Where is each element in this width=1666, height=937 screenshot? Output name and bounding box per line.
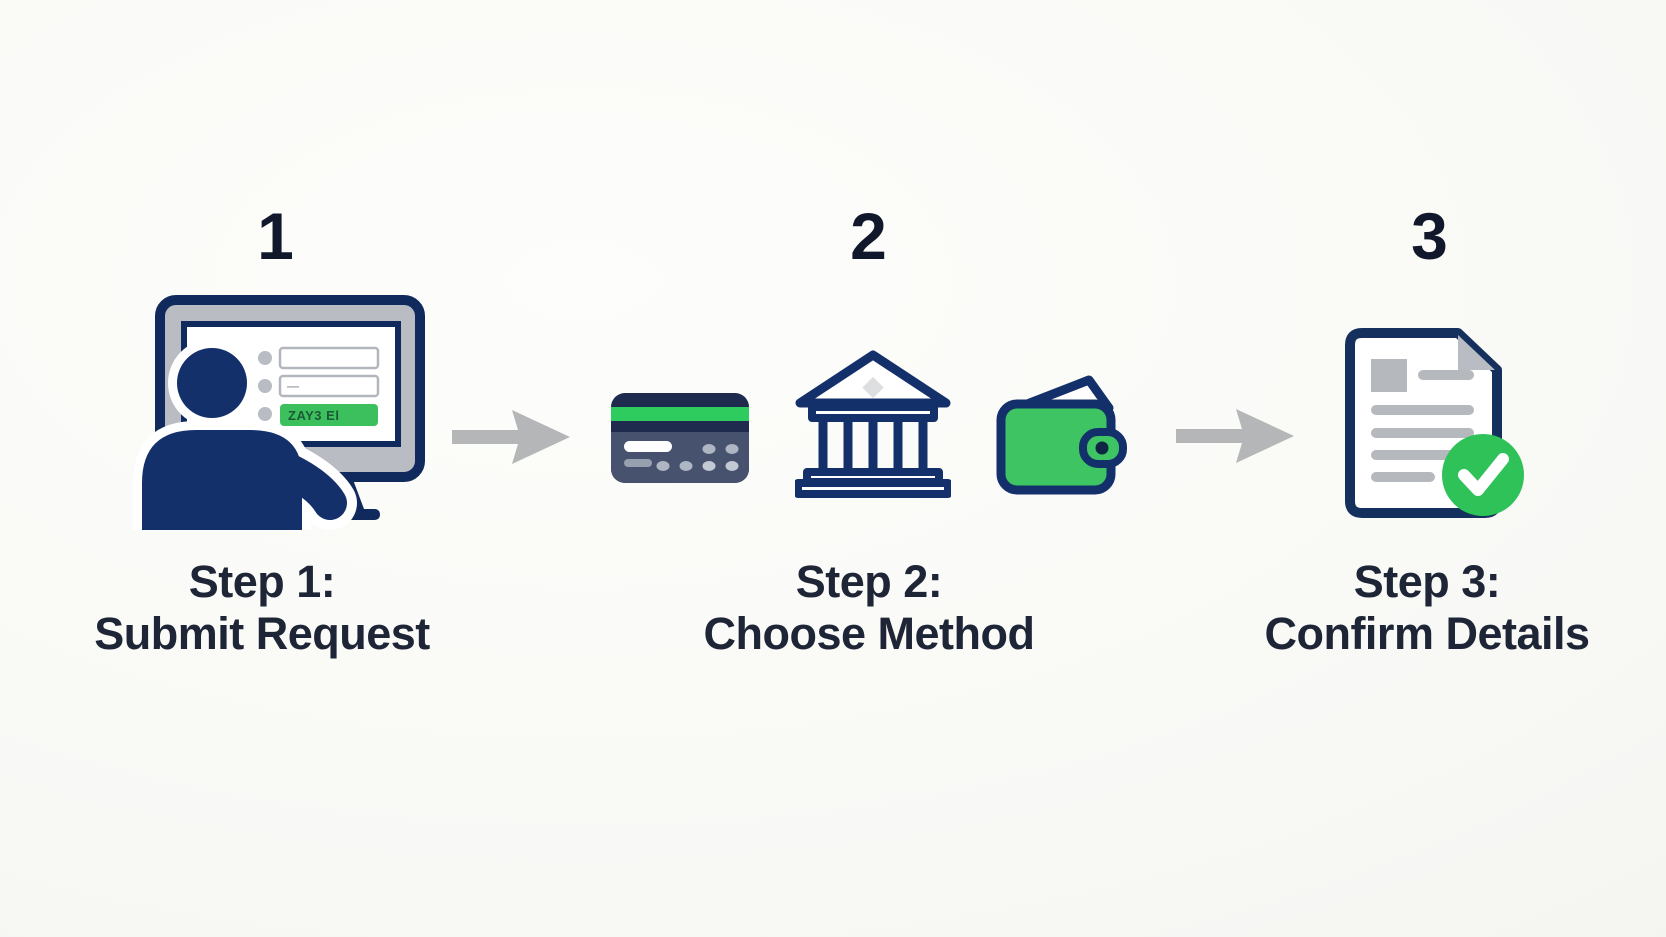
document-text-lines <box>1371 359 1474 482</box>
arrow-right-icon <box>452 408 570 466</box>
step-2-title-line1: Step 2: <box>795 556 943 607</box>
step-1-title-line2: Submit Request <box>94 608 430 659</box>
document-check-icon <box>1338 322 1538 522</box>
step-2-number: 2 <box>850 199 887 273</box>
step-2-title-line2: Choose Method <box>703 608 1035 659</box>
step-1-title: Step 1: Submit Request <box>2 556 522 660</box>
arrow-right-icon <box>1176 407 1294 465</box>
step-2-title: Step 2: Choose Method <box>609 556 1129 660</box>
step-3-title-line1: Step 3: <box>1353 556 1501 607</box>
page-fold-corner <box>1458 335 1495 370</box>
step-1-number: 1 <box>257 199 294 273</box>
form-preview: — ZAY3 El <box>258 346 380 426</box>
check-icon <box>1458 453 1509 496</box>
wallet-icon <box>993 368 1131 498</box>
form-field-2 <box>278 374 380 398</box>
form-submit-button <box>280 404 378 426</box>
person-computer-form-icon: — ZAY3 El <box>130 278 430 530</box>
step-3-number: 3 <box>1411 199 1448 273</box>
person-icon <box>133 339 357 530</box>
step-3-title-line2: Confirm Details <box>1264 608 1590 659</box>
credit-card-icon <box>610 392 750 484</box>
step-1-title-line1: Step 1: <box>188 556 336 607</box>
step-3-title: Step 3: Confirm Details <box>1167 556 1666 660</box>
form-field-2-text: — <box>287 379 299 393</box>
form-field-1 <box>278 346 380 370</box>
form-submit-button-text: ZAY3 El <box>288 408 339 423</box>
bank-icon <box>795 350 951 498</box>
